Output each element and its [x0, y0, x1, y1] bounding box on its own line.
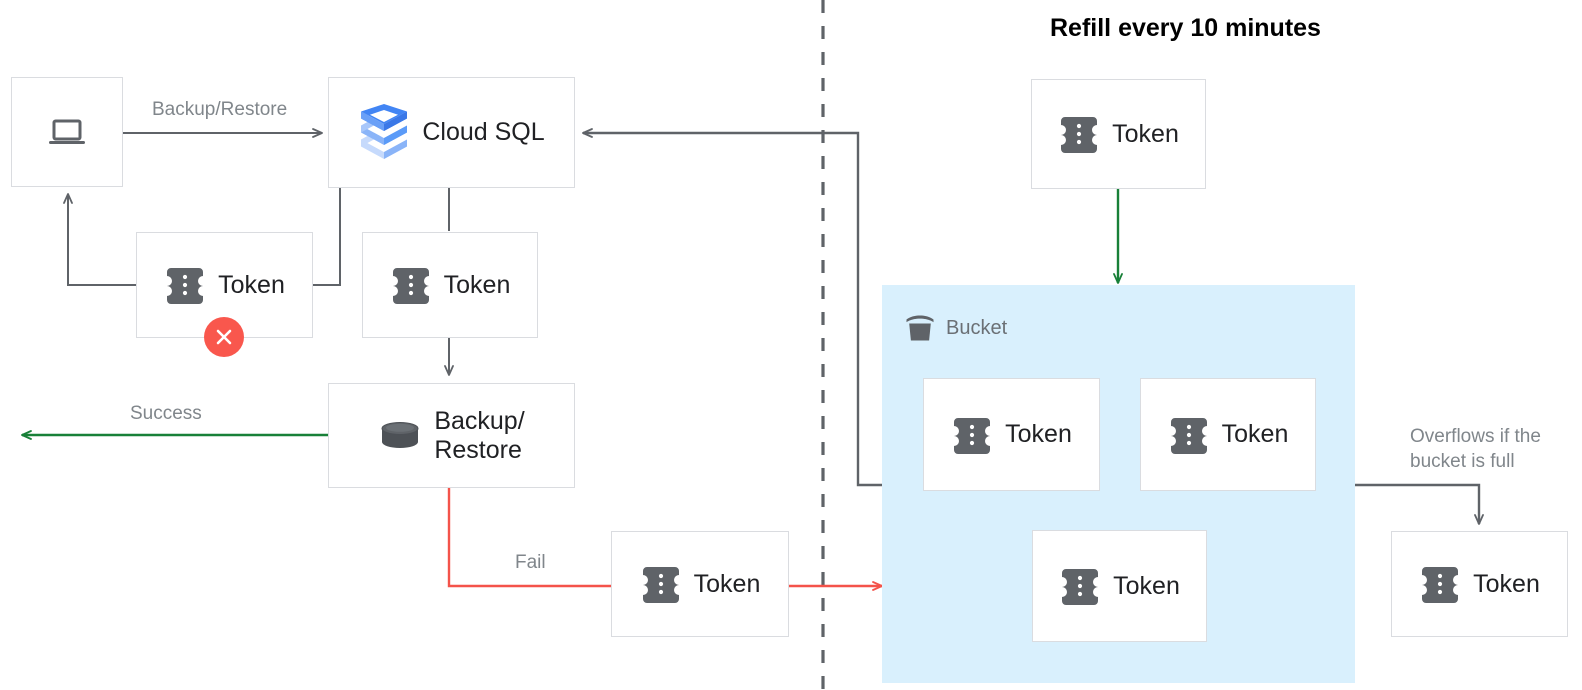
database-icon [378, 419, 422, 453]
node-token-bucket-3[interactable]: Token [1032, 530, 1207, 642]
node-backup-restore[interactable]: Backup/ Restore [328, 383, 575, 488]
edge-token-failed-to-client [63, 193, 136, 286]
node-token-overflow-label: Token [1473, 569, 1540, 598]
bucket-label: Bucket [946, 316, 1008, 339]
node-cloud-sql[interactable]: Cloud SQL [328, 77, 575, 188]
edge-label-success: Success [130, 403, 202, 424]
node-token-refill[interactable]: Token [1031, 79, 1206, 189]
token-icon [390, 266, 432, 304]
node-token-refill-label: Token [1112, 119, 1179, 148]
token-icon [640, 565, 682, 603]
node-token-fail-return[interactable]: Token [611, 531, 789, 637]
edge-bucket-to-cloudsql [582, 128, 882, 487]
node-token-failed[interactable]: Token [136, 232, 313, 338]
edge-label-fail: Fail [515, 552, 546, 573]
edge-label-backup-restore: Backup/Restore [152, 99, 288, 120]
x-icon [204, 317, 244, 357]
cloud-sql-icon [358, 101, 410, 164]
node-token-fail-return-label: Token [693, 569, 761, 598]
node-token-consumed[interactable]: Token [362, 232, 538, 338]
edge-label-overflow: Overflows if the bucket is full [1410, 426, 1541, 472]
node-token-bucket-1[interactable]: Token [923, 378, 1100, 491]
bucket-header: Bucket [903, 313, 1007, 343]
token-icon [951, 416, 993, 454]
node-token-consumed-label: Token [443, 270, 511, 299]
page-title: Refill every 10 minutes [1050, 14, 1321, 42]
node-token-bucket-1-label: Token [1005, 420, 1072, 448]
token-icon [1419, 565, 1461, 603]
bucket-icon [903, 313, 937, 343]
node-token-bucket-2[interactable]: Token [1140, 378, 1316, 491]
node-token-bucket-3-label: Token [1113, 571, 1180, 600]
node-backup-restore-label: Backup/ Restore [434, 406, 525, 464]
token-icon [1058, 115, 1100, 153]
node-token-failed-label: Token [218, 270, 285, 299]
laptop-icon [47, 117, 87, 147]
edge-backup-fail [447, 488, 611, 588]
node-cloud-sql-label: Cloud SQL [422, 118, 545, 146]
token-icon [164, 266, 206, 304]
token-icon [1059, 567, 1101, 605]
node-token-overflow[interactable]: Token [1391, 531, 1568, 637]
node-client[interactable] [11, 77, 123, 187]
token-icon [1168, 416, 1210, 454]
node-token-bucket-2-label: Token [1221, 420, 1289, 448]
edge-cloudsql-to-token-failed [313, 188, 341, 286]
edge-bucket-overflow [1354, 483, 1484, 525]
